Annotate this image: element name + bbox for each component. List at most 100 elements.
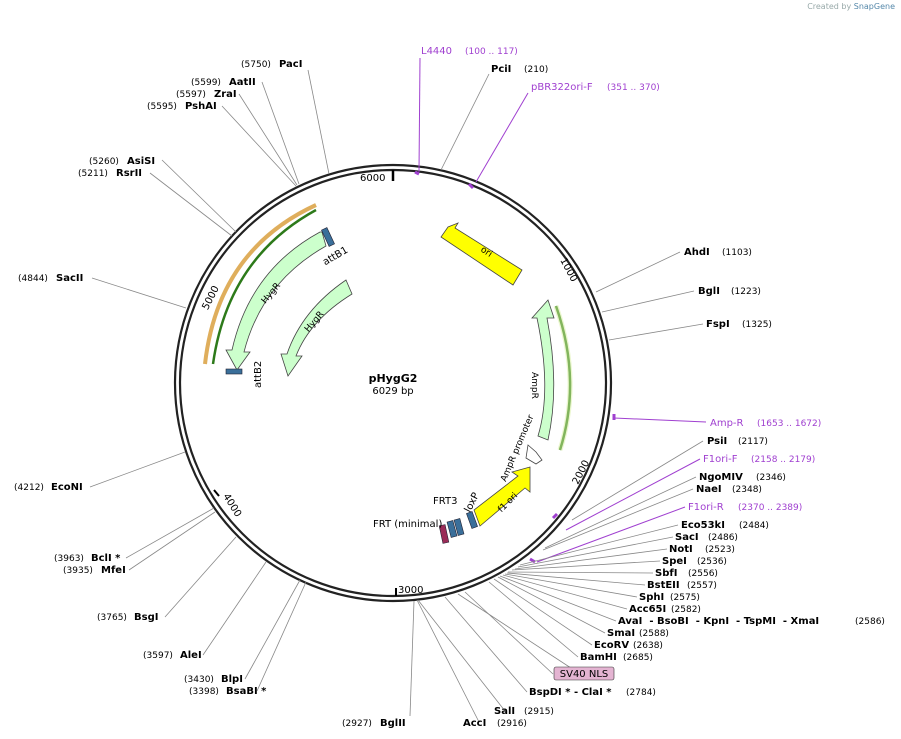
site-bsteii: BstEII (647, 580, 680, 591)
site-bglii-pos: (2927) (342, 719, 372, 729)
site-eco53ki: Eco53kI (681, 520, 725, 531)
feature-frt-minimal-label: FRT (minimal) (373, 519, 442, 530)
site-bgli: BglI (698, 286, 720, 297)
leader-f1orir (536, 506, 686, 563)
feature-hygr-2 (280, 279, 353, 377)
feature-frt3-b (453, 518, 465, 536)
site-sbfi-pos: (2556) (688, 569, 718, 579)
sv40-label: SV40 NLS (560, 669, 609, 680)
site-naei-pos: (2348) (732, 485, 762, 495)
site-sali-pos: (2915) (524, 707, 554, 717)
primer-pbr322-range: (351 .. 370) (607, 83, 660, 93)
primer-f1orif-name: F1ori-F (703, 454, 738, 465)
site-alei-pos: (3597) (143, 651, 173, 661)
snapgene-brand: SnapGene (853, 2, 895, 11)
feature-attb1 (321, 227, 335, 247)
feature-attb1-label: attB1 (321, 245, 350, 268)
site-bamhi: BamHI (580, 652, 617, 663)
leader-l4440 (418, 57, 421, 173)
site-bamhi-pos: (2685) (623, 653, 653, 663)
site-rsrii: RsrII (116, 168, 142, 179)
site-bgli-pos: (1223) (731, 287, 761, 297)
site-sacii: SacII (56, 273, 83, 284)
plasmid-name: pHygG2 (369, 372, 418, 385)
credit-prefix: Created by (807, 2, 852, 11)
site-pshai: PshAI (185, 101, 217, 112)
primer-f1orir-range: (2370 .. 2389) (738, 503, 802, 513)
site-asisi: AsiSI (127, 156, 155, 167)
tick-3000: 3000 (398, 585, 423, 596)
site-smai-pos: (2588) (639, 629, 669, 639)
hygr-primer-track-outer (203, 203, 317, 365)
site-ecorv-pos: (2638) (633, 641, 663, 651)
site-pshai-pos: (5595) (147, 102, 177, 112)
sv40-badge (553, 666, 615, 681)
primer-ampr-range: (1653 .. 1672) (757, 419, 821, 429)
site-avai-group: AvaI - BsoBI - KpnI - TspMI - XmaI (618, 616, 819, 627)
site-acc65i-pos: (2582) (671, 605, 701, 615)
feature-loxp (466, 511, 478, 529)
feature-ampr (531, 299, 555, 441)
leader-ampr (613, 417, 707, 423)
site-claI: BspDI * - ClaI * (529, 687, 612, 698)
site-ngomiv: NgoMIV (699, 472, 743, 483)
site-pcii-pos: (210) (524, 65, 548, 75)
site-bglii: BglII (380, 718, 406, 729)
site-ahdi-pos: (1103) (722, 248, 752, 258)
site-blpi-pos: (3430) (184, 675, 214, 685)
feature-frt-minimal (438, 524, 450, 544)
primer-l4440-range: (100 .. 117) (465, 47, 518, 57)
site-bcli-pos: (3963) (54, 554, 84, 564)
site-pcii: PciI (491, 64, 511, 75)
site-bsgi-pos: (3765) (97, 613, 127, 623)
hygr-primer-track-inner (211, 208, 317, 365)
credit: Created by SnapGene (807, 2, 895, 11)
site-clai-pos: (2784) (626, 688, 656, 698)
site-sphi: SphI (639, 592, 664, 603)
site-labels-right: PciI (210) AhdI (1103) BglI (1223) FspI … (463, 64, 885, 729)
site-econi: EcoNI (51, 482, 83, 493)
site-sphi-pos: (2575) (670, 593, 700, 603)
feature-attb2 (225, 368, 243, 375)
site-naei: NaeI (696, 484, 722, 495)
primer-labels: L4440 (100 .. 117) pBR322ori-F (351 .. 3… (421, 46, 821, 513)
site-saci-pos: (2486) (708, 533, 738, 543)
feature-ori (440, 222, 523, 286)
site-sali: SalI (494, 706, 515, 717)
site-paci: PacI (279, 59, 302, 70)
tick-6000: 6000 (360, 173, 385, 184)
feature-frt3-label: FRT3 (433, 496, 457, 507)
sv40-leader (457, 593, 575, 671)
site-rsrii-pos: (5211) (78, 169, 108, 179)
plasmid-size: 6029 bp (372, 386, 413, 397)
site-bcli: BclI * (91, 553, 121, 564)
feature-f1ori (473, 466, 531, 527)
site-eco53ki-pos: (2484) (739, 521, 769, 531)
site-ngomiv-pos: (2346) (756, 473, 786, 483)
tick-mark-4000 (213, 489, 220, 497)
backbone-outer (173, 163, 613, 603)
tick-1000: 1000 (557, 256, 579, 284)
site-bsabi: BsaBI * (226, 686, 267, 697)
feature-frt3-a (446, 520, 458, 538)
site-acc65i: Acc65I (629, 604, 666, 615)
feature-amppromoter (525, 444, 543, 465)
ampr-primer-glow (553, 305, 573, 451)
site-saci: SacI (675, 532, 699, 543)
primer-mark-f1orif (551, 512, 559, 520)
leader-f1orif (565, 458, 701, 531)
site-ecorv: EcoRV (594, 640, 629, 651)
feature-hygr (225, 231, 327, 371)
primer-l4440-name: L4440 (421, 46, 452, 57)
site-bsgi: BsgI (134, 612, 158, 623)
primer-ampr-name: Amp-R (710, 418, 744, 429)
site-spei-pos: (2536) (697, 557, 727, 567)
site-psii: PsiI (707, 436, 727, 447)
primer-mark-pbr322 (467, 182, 475, 190)
site-aatii: AatII (229, 77, 256, 88)
site-sbfi: SbfI (655, 568, 677, 579)
site-econi-pos: (4212) (14, 483, 44, 493)
primer-mark-l4440 (414, 170, 420, 176)
site-mfei-pos: (3935) (63, 566, 93, 576)
site-noti: NotI (669, 544, 693, 555)
